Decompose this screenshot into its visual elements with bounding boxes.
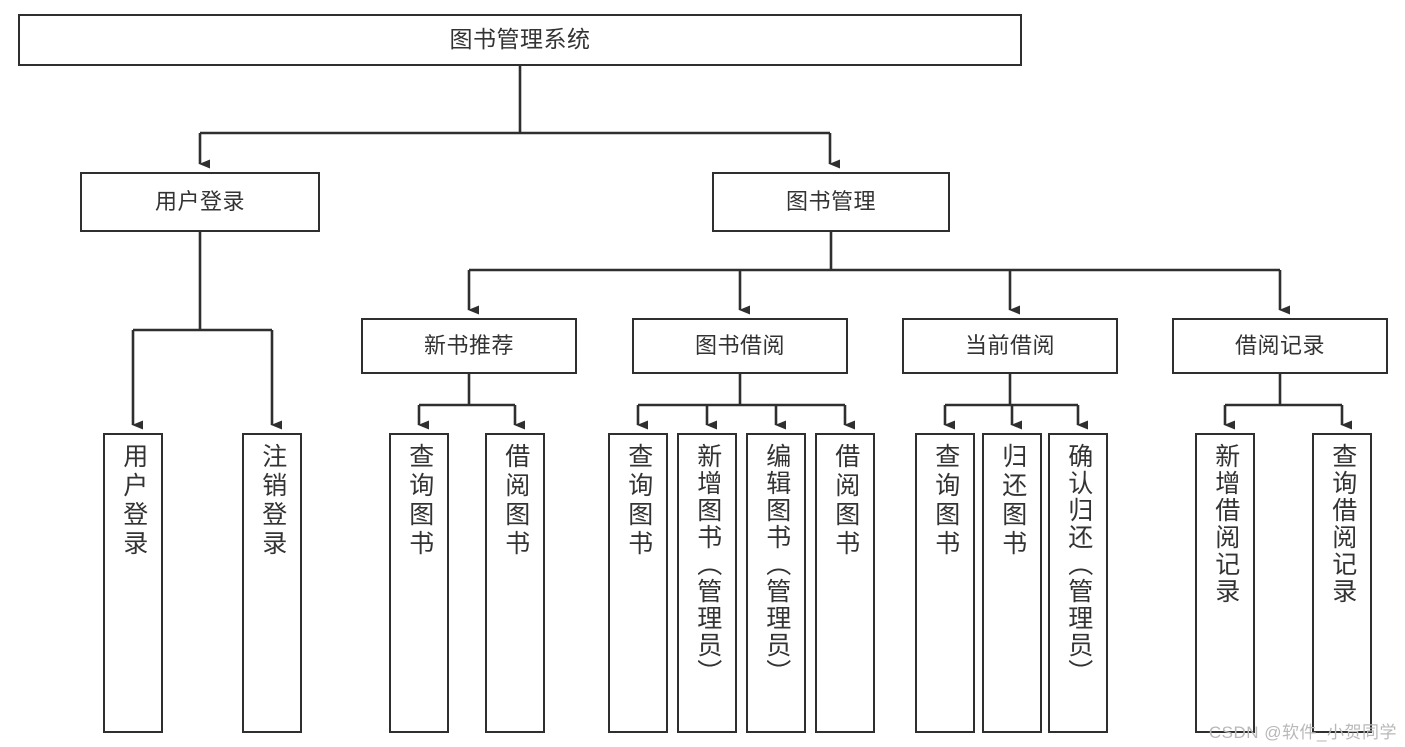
node-leaf-borrow-book-1[interactable]: 借阅图书 — [485, 433, 545, 733]
node-book-borrow[interactable]: 图书借阅 — [632, 318, 848, 374]
node-current-borrow[interactable]: 当前借阅 — [902, 318, 1118, 374]
csdn-watermark: CSDN @软件_小贺同学 — [1208, 723, 1397, 742]
node-leaf-add-record-label: 新增借阅记录 — [1211, 443, 1240, 605]
node-leaf-borrow-book-2[interactable]: 借阅图书 — [815, 433, 875, 733]
node-borrow-record[interactable]: 借阅记录 — [1172, 318, 1388, 374]
node-leaf-edit-book-label: 编辑图书（管理员） — [762, 443, 791, 686]
node-leaf-confirm-return-label: 确认归还（管理员） — [1064, 443, 1093, 686]
node-new-book-rec[interactable]: 新书推荐 — [361, 318, 577, 374]
node-leaf-user-login[interactable]: 用户登录 — [103, 433, 163, 733]
node-leaf-query-book-3[interactable]: 查询图书 — [915, 433, 975, 733]
node-current-borrow-label: 当前借阅 — [964, 333, 1055, 359]
node-leaf-query-book-3-label: 查询图书 — [931, 443, 960, 559]
node-user-login[interactable]: 用户登录 — [80, 172, 320, 232]
node-leaf-borrow-book-2-label: 借阅图书 — [831, 443, 860, 559]
node-leaf-query-book-1-label: 查询图书 — [405, 443, 434, 559]
node-root-label: 图书管理系统 — [449, 26, 591, 53]
node-user-login-label: 用户登录 — [154, 189, 245, 215]
node-leaf-user-login-label: 用户登录 — [119, 443, 148, 559]
node-leaf-add-record[interactable]: 新增借阅记录 — [1195, 433, 1255, 733]
node-book-manage[interactable]: 图书管理 — [712, 172, 950, 232]
node-book-borrow-label: 图书借阅 — [694, 333, 785, 359]
node-leaf-query-record-label: 查询借阅记录 — [1328, 443, 1357, 605]
node-leaf-return-book[interactable]: 归还图书 — [982, 433, 1042, 733]
node-leaf-confirm-return[interactable]: 确认归还（管理员） — [1048, 433, 1108, 733]
node-leaf-borrow-book-1-label: 借阅图书 — [501, 443, 530, 559]
node-leaf-add-book-label: 新增图书（管理员） — [693, 443, 722, 686]
node-leaf-query-book-2-label: 查询图书 — [624, 443, 653, 559]
node-new-book-rec-label: 新书推荐 — [423, 333, 514, 359]
node-root[interactable]: 图书管理系统 — [18, 14, 1022, 66]
node-leaf-query-book-1[interactable]: 查询图书 — [389, 433, 449, 733]
node-leaf-query-book-2[interactable]: 查询图书 — [608, 433, 668, 733]
node-leaf-return-book-label: 归还图书 — [998, 443, 1027, 559]
node-leaf-query-record[interactable]: 查询借阅记录 — [1312, 433, 1372, 733]
node-book-manage-label: 图书管理 — [785, 189, 876, 215]
node-leaf-user-logout-label: 注销登录 — [258, 443, 287, 559]
node-leaf-add-book[interactable]: 新增图书（管理员） — [677, 433, 737, 733]
node-leaf-user-logout[interactable]: 注销登录 — [242, 433, 302, 733]
node-leaf-edit-book[interactable]: 编辑图书（管理员） — [746, 433, 806, 733]
node-borrow-record-label: 借阅记录 — [1234, 333, 1325, 359]
